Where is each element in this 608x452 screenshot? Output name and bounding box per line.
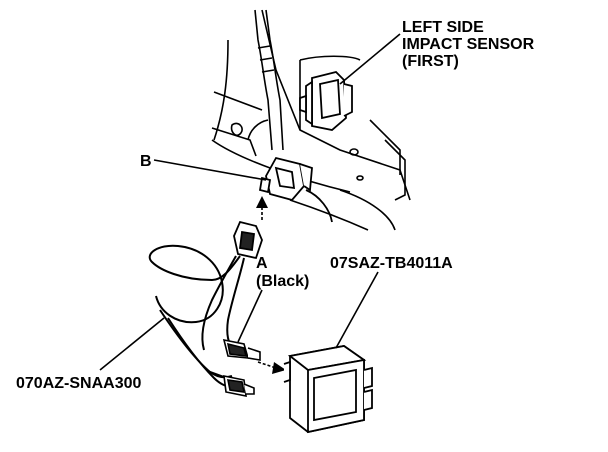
connector-second-plug xyxy=(223,374,255,398)
connect-arrow-a xyxy=(257,361,286,374)
harness-part-label: 070AZ-SNAA300 xyxy=(16,375,141,392)
sensor-label-line1: LEFT SIDE xyxy=(402,19,484,36)
connector-a-black xyxy=(222,338,261,361)
test-harness-cable xyxy=(148,244,245,388)
connector-a-color-label: (Black) xyxy=(256,273,309,290)
sensor-label-line3: (FIRST) xyxy=(402,53,459,70)
tester-part-label: 07SAZ-TB4011A xyxy=(330,255,453,272)
harness-connector-top xyxy=(233,220,263,260)
connector-b xyxy=(258,156,333,223)
sensor-label-line2: IMPACT SENSOR xyxy=(402,36,535,53)
left-side-impact-sensor xyxy=(299,71,353,131)
connector-b-label: B xyxy=(140,153,152,170)
leader-lines xyxy=(99,33,401,371)
tester-box-07saz-tb4011a xyxy=(283,345,373,434)
connect-arrow-b xyxy=(256,196,268,220)
connector-a-label: A xyxy=(256,255,268,272)
pillar-harness xyxy=(247,9,284,151)
